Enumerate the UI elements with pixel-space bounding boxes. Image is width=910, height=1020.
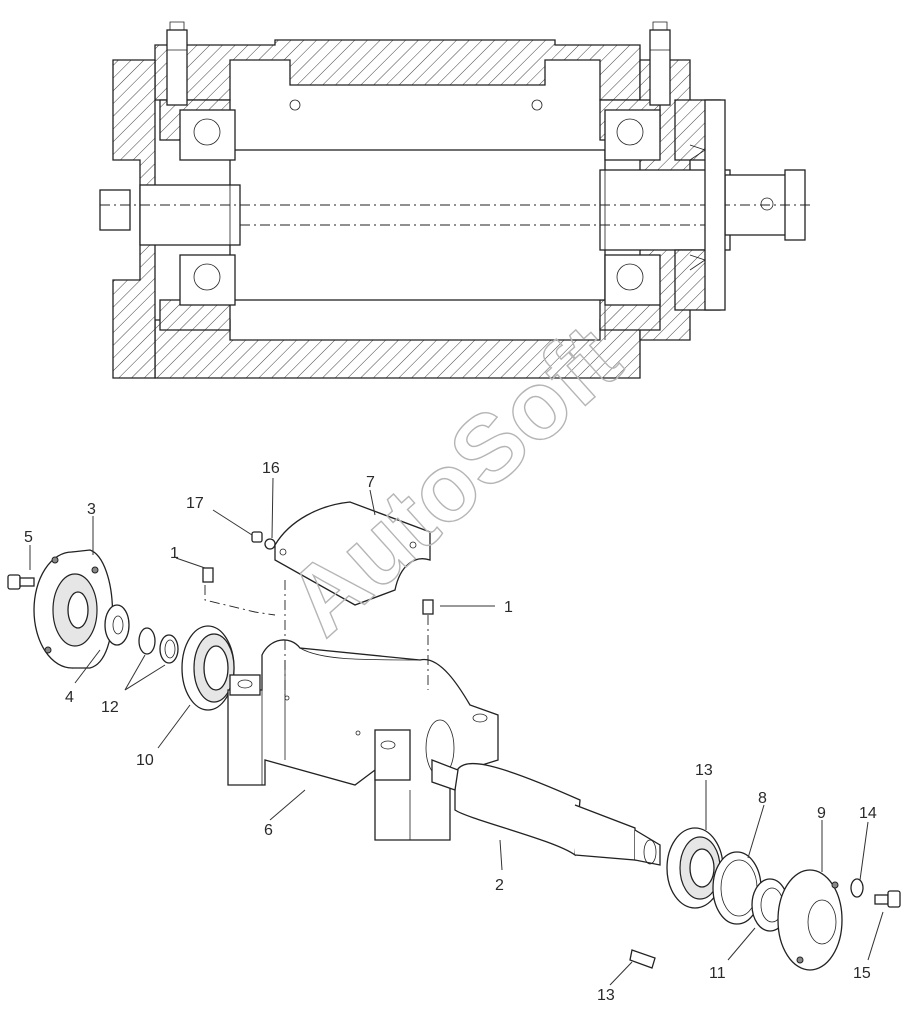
callout-4: 4: [65, 689, 74, 706]
part-10-bearing: [181, 625, 235, 711]
callout-17: 17: [186, 495, 204, 512]
callout-8: 8: [758, 790, 767, 807]
callout-labels: 1 1 2 3 4 5 6 7 8 9 10 11 12 13 13 14 15…: [24, 460, 877, 1004]
callout-7: 7: [366, 474, 375, 491]
callout-2: 2: [495, 877, 504, 894]
part-6-housing: [227, 639, 499, 841]
part-13-bearing: [666, 827, 724, 909]
callout-13-bearing: 13: [695, 762, 713, 779]
assembly-centerline: [204, 580, 429, 700]
exploded-view: [7, 501, 901, 971]
callout-1-left: 1: [170, 545, 179, 562]
callout-16: 16: [262, 460, 280, 477]
part-15-bolt: [874, 890, 901, 908]
leader-lines: [29, 477, 884, 986]
part-3-end-cover: [33, 549, 114, 669]
callout-13-key: 13: [597, 987, 615, 1004]
callout-1-right: 1: [504, 599, 513, 616]
part-5-bolt: [7, 574, 35, 590]
section-view: [99, 21, 810, 379]
part-14-washer: [850, 878, 864, 898]
right-cover-section: [674, 99, 726, 311]
callout-3: 3: [87, 501, 96, 518]
callout-6: 6: [264, 822, 273, 839]
part-7-cover: [274, 501, 431, 606]
bearings-section: [179, 99, 661, 306]
part-9-end-cap: [777, 869, 843, 971]
callout-5: 5: [24, 529, 33, 546]
part-16-17-plug: [251, 531, 276, 550]
callout-15: 15: [853, 965, 871, 982]
top-bolts: [166, 21, 671, 106]
part-1-grease-fittings: [202, 567, 434, 615]
callout-9: 9: [817, 805, 826, 822]
part-4-gasket: [104, 604, 130, 646]
callout-10: 10: [136, 752, 154, 769]
part-2-shaft: [431, 759, 661, 866]
part-13-key: [629, 949, 656, 969]
shaft-section: [99, 149, 810, 340]
callout-11: 11: [709, 965, 726, 982]
part-12-rings: [138, 627, 179, 664]
callout-14: 14: [859, 805, 877, 822]
callout-12: 12: [101, 699, 119, 716]
